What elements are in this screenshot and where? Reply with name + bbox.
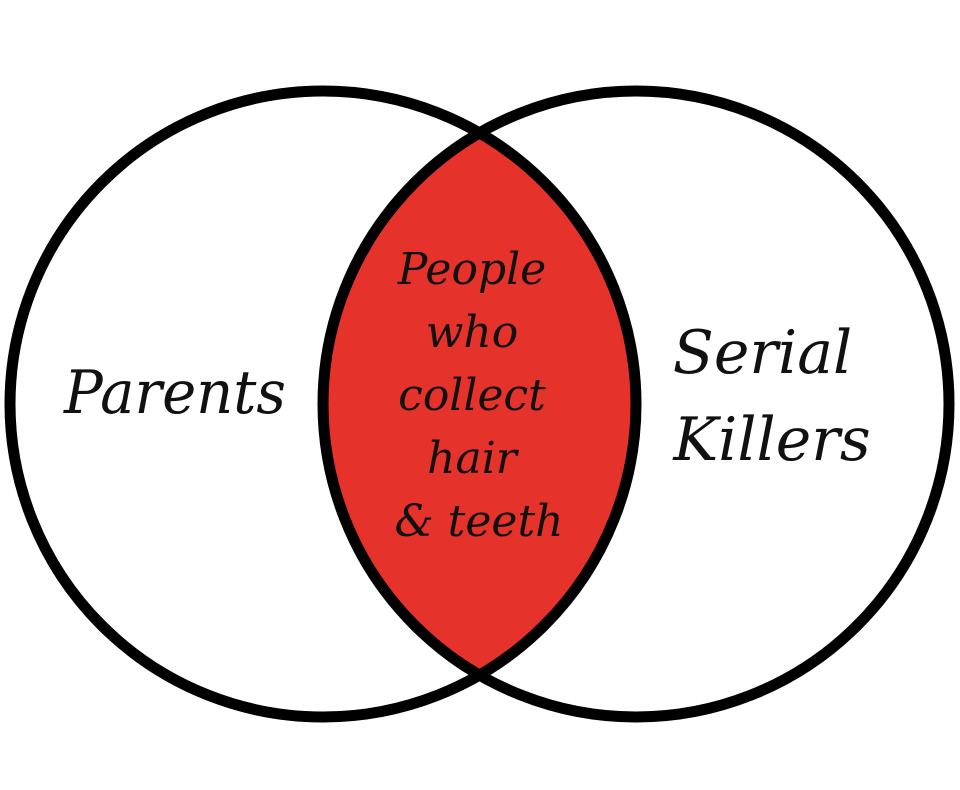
set-label-serial-killers: Serial Killers <box>672 318 871 475</box>
intersection-line-2: who <box>426 307 519 358</box>
right-circle-outline <box>317 85 955 723</box>
intersection-line-3: collect <box>398 370 546 421</box>
left-circle-outline <box>4 85 642 723</box>
set-label-parents-line: Parents <box>63 358 286 428</box>
intersection-fill <box>323 91 636 717</box>
intersection-label: People who collect hair & teeth <box>395 244 564 547</box>
set-label-serial-line: Serial <box>673 318 852 388</box>
intersection-line-1: People <box>397 244 546 295</box>
set-label-killers-line: Killers <box>672 405 870 475</box>
intersection-line-4: hair <box>427 433 520 484</box>
set-label-parents: Parents <box>63 358 286 428</box>
intersection-line-5: & teeth <box>395 496 564 547</box>
